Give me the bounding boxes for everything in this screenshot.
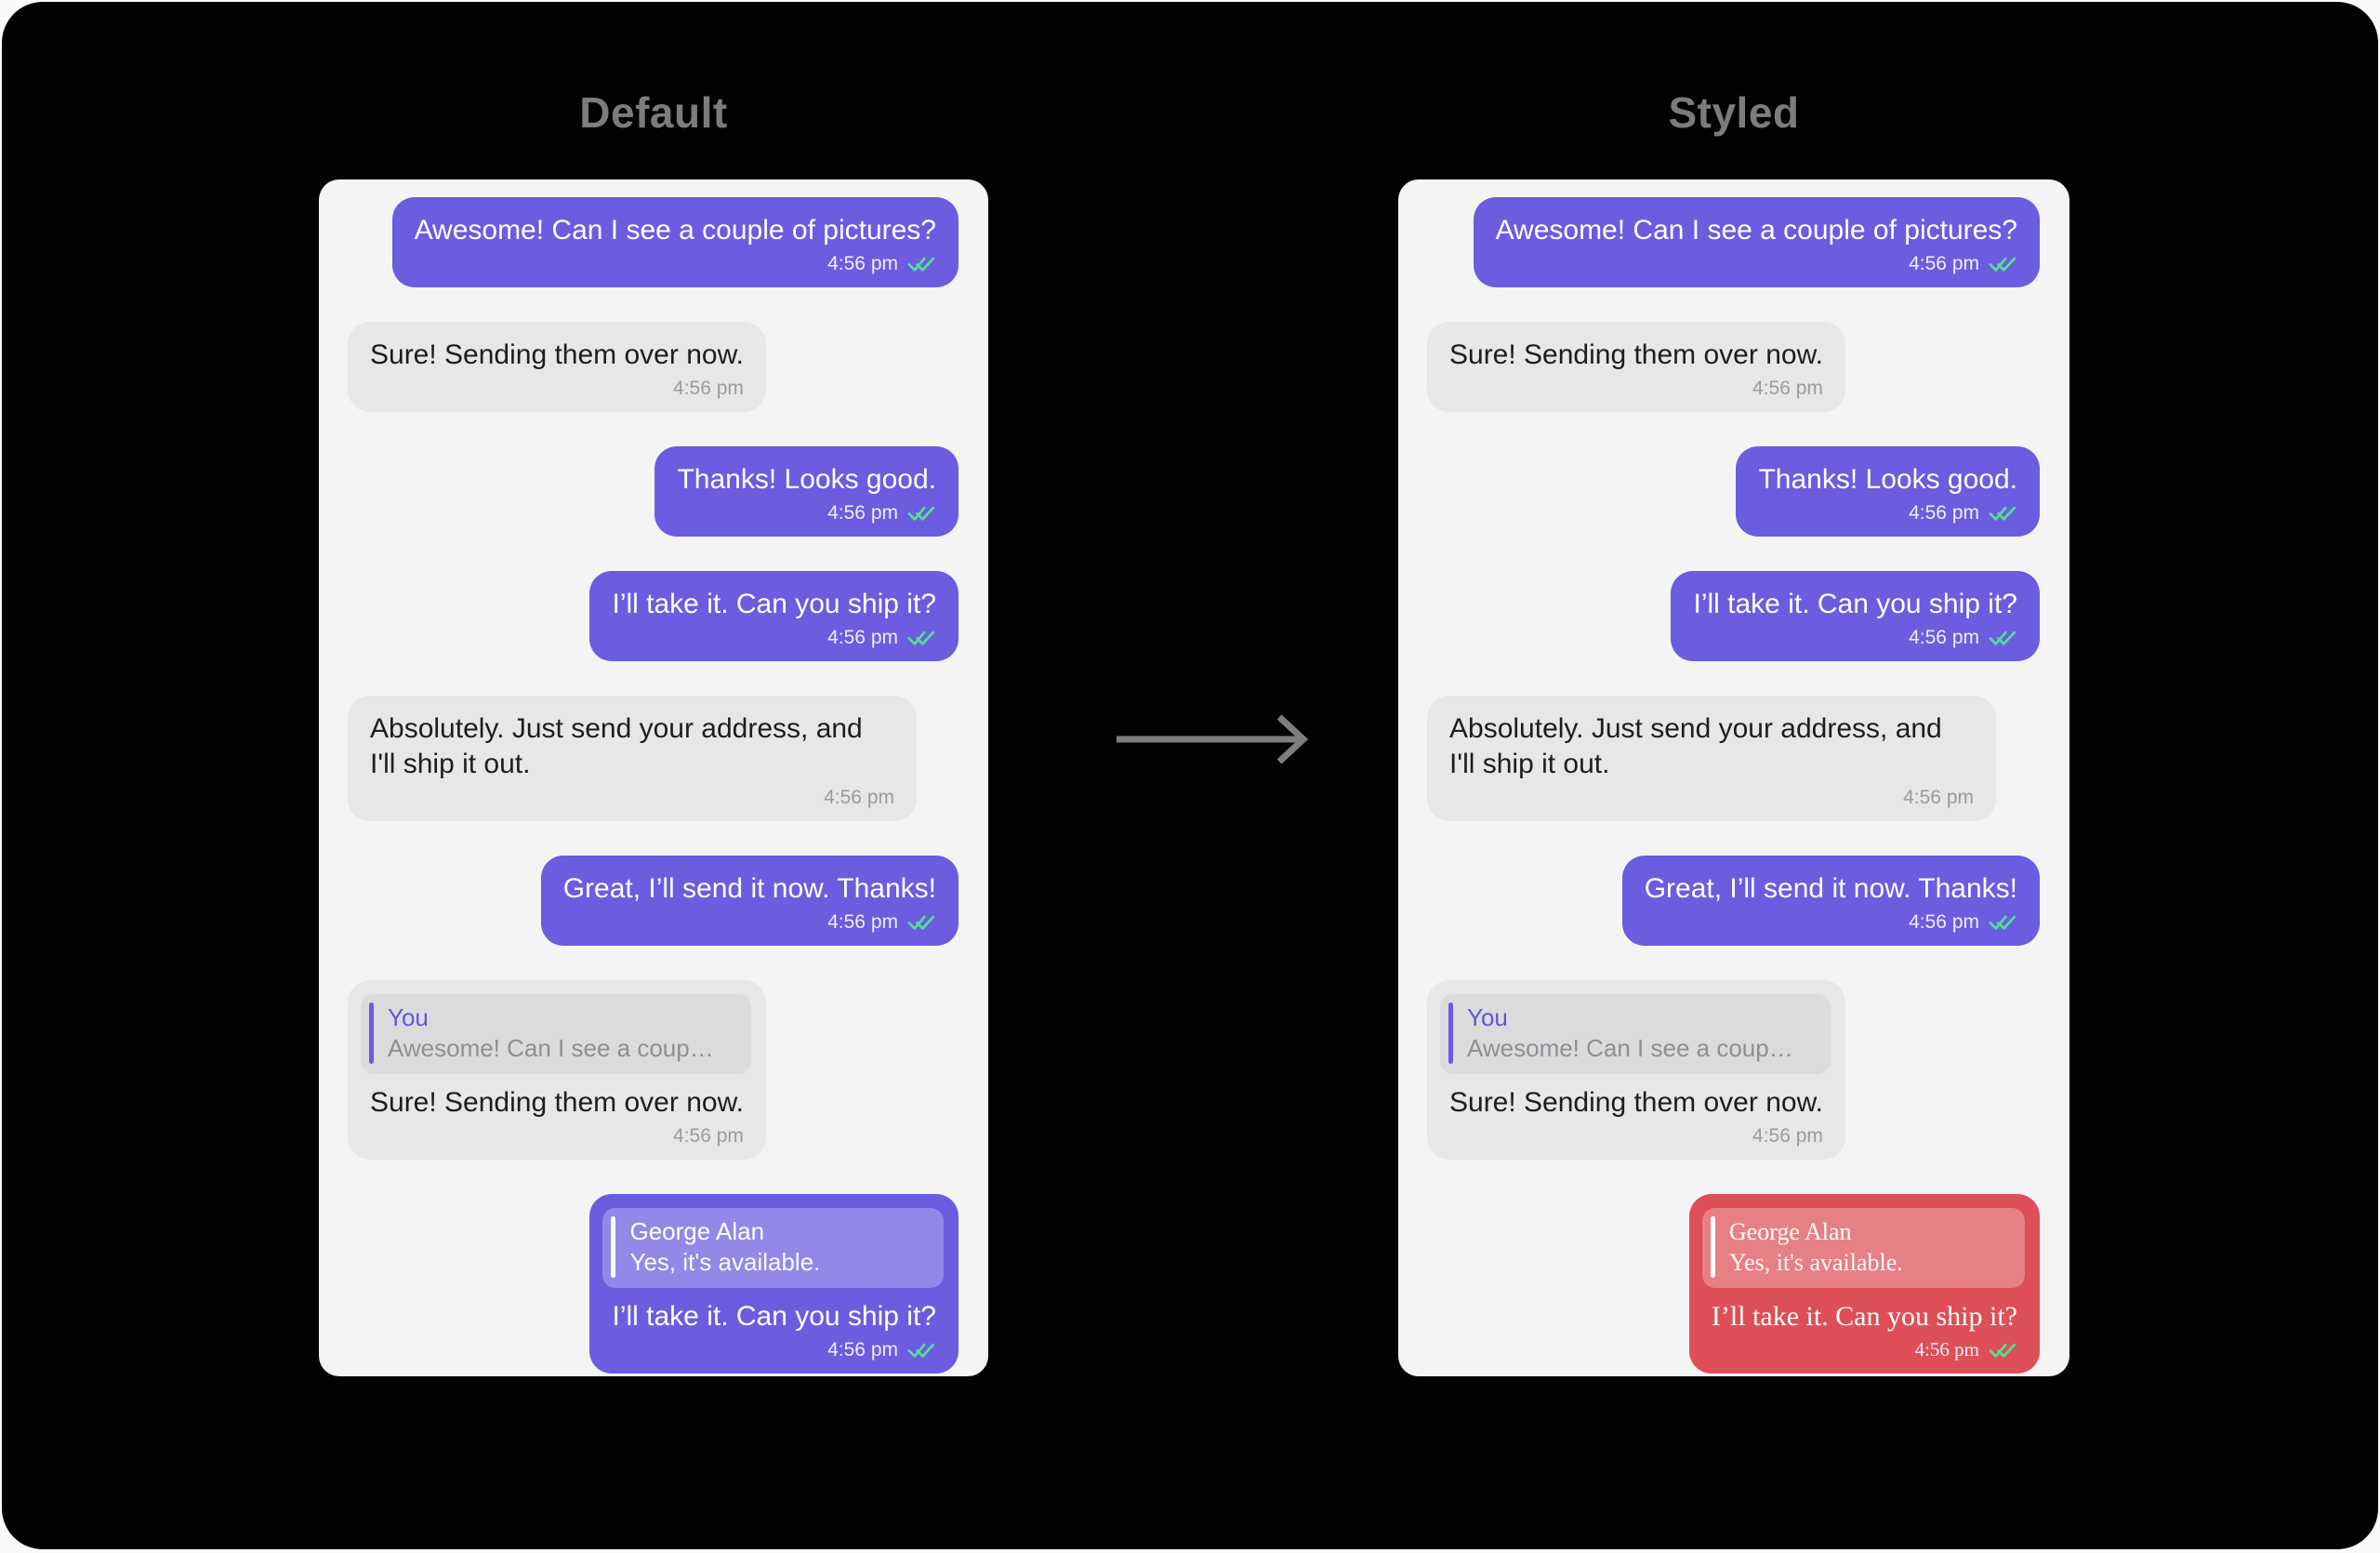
double-check-icon <box>907 1343 935 1358</box>
outgoing-message-bubble[interactable]: Great, I’ll send it now. Thanks! 4:56 pm <box>1621 856 2040 946</box>
message-text: I’ll take it. Can you ship it? <box>612 1301 936 1332</box>
chat-panel-default: Awesome! Can I see a couple of pictures?… <box>319 179 988 1376</box>
double-check-icon <box>1989 1343 2016 1358</box>
message-row: Great, I’ll send it now. Thanks! 4:56 pm <box>1427 856 2040 946</box>
message-row: Sure! Sending them over now. 4:56 pm <box>1427 322 2040 412</box>
message-row: Thanks! Looks good. 4:56 pm <box>1427 446 2040 537</box>
message-text: Absolutely. Just send your address, and … <box>1449 713 1942 779</box>
message-row: Absolutely. Just send your address, and … <box>348 696 959 821</box>
quoted-message[interactable]: You Awesome! Can I see a couple of… <box>1440 994 1831 1074</box>
outgoing-message-bubble[interactable]: I’ll take it. Can you ship it? 4:56 pm <box>1671 571 2040 661</box>
outgoing-message-bubble[interactable]: I’ll take it. Can you ship it? 4:56 pm <box>589 571 959 661</box>
message-row: Sure! Sending them over now. 4:56 pm <box>348 322 959 412</box>
chat-panel-styled: Awesome! Can I see a couple of pictures?… <box>1398 179 2069 1376</box>
message-text: Awesome! Can I see a couple of pictures? <box>414 215 936 246</box>
message-row: I’ll take it. Can you ship it? 4:56 pm <box>1427 571 2040 661</box>
message-timestamp: 4:56 pm <box>827 253 898 274</box>
outgoing-message-bubble[interactable]: Thanks! Looks good. 4:56 pm <box>654 446 959 537</box>
message-timestamp: 4:56 pm <box>827 911 898 933</box>
quote-author: George Alan <box>629 1217 765 1245</box>
quote-accent-bar <box>1448 1002 1453 1064</box>
double-check-icon <box>1989 506 2016 521</box>
message-text: Great, I’ll send it now. Thanks! <box>1644 873 2017 904</box>
quote-author: You <box>388 1003 429 1031</box>
quote-author: George Alan <box>1728 1218 1852 1245</box>
message-row-styled: George Alan Yes, it's available. I’ll ta… <box>1427 1194 2040 1374</box>
message-row: You Awesome! Can I see a couple of… Sure… <box>1427 980 2040 1160</box>
quoted-message[interactable]: George Alan Yes, it's available. <box>1701 1208 2025 1288</box>
quoted-message[interactable]: You Awesome! Can I see a couple of… <box>361 994 751 1074</box>
outgoing-message-bubble[interactable]: Great, I’ll send it now. Thanks! 4:56 pm <box>540 856 959 946</box>
outgoing-message-bubble[interactable]: Awesome! Can I see a couple of pictures?… <box>1473 197 2040 287</box>
message-timestamp: 4:56 pm <box>1752 1125 1823 1147</box>
message-text: Sure! Sending them over now. <box>1449 1087 1823 1118</box>
message-row: Thanks! Looks good. 4:56 pm <box>348 446 959 537</box>
message-timestamp: 4:56 pm <box>1909 911 1979 933</box>
message-row: George Alan Yes, it's available. I’ll ta… <box>348 1194 959 1374</box>
message-text: Sure! Sending them over now. <box>1449 339 1823 370</box>
quote-accent-bar <box>611 1216 616 1278</box>
incoming-message-bubble-with-quote[interactable]: You Awesome! Can I see a couple of… Sure… <box>1427 980 1845 1160</box>
styled-outgoing-message-bubble-with-quote[interactable]: George Alan Yes, it's available. I’ll ta… <box>1688 1194 2040 1374</box>
message-text: Sure! Sending them over now. <box>370 339 744 370</box>
double-check-icon <box>907 257 935 272</box>
message-row: Awesome! Can I see a couple of pictures?… <box>1427 197 2040 287</box>
double-check-icon <box>907 506 935 521</box>
double-check-icon <box>907 915 935 930</box>
quoted-message[interactable]: George Alan Yes, it's available. <box>602 1208 944 1288</box>
message-row: Great, I’ll send it now. Thanks! 4:56 pm <box>348 856 959 946</box>
message-text: Great, I’ll send it now. Thanks! <box>562 873 936 904</box>
double-check-icon <box>907 630 935 645</box>
transform-arrow-icon <box>1117 714 1309 764</box>
message-timestamp: 4:56 pm <box>1909 253 1979 274</box>
message-text: I’ll take it. Can you ship it? <box>1711 1301 2017 1332</box>
quote-text: Awesome! Can I see a couple of… <box>388 1034 715 1062</box>
message-text: I’ll take it. Can you ship it? <box>612 589 936 619</box>
message-row: I’ll take it. Can you ship it? 4:56 pm <box>348 571 959 661</box>
quote-text: Yes, it's available. <box>1728 1249 1903 1276</box>
incoming-message-bubble[interactable]: Sure! Sending them over now. 4:56 pm <box>1427 322 1845 412</box>
message-row: Absolutely. Just send your address, and … <box>1427 696 2040 821</box>
message-row: You Awesome! Can I see a couple of… Sure… <box>348 980 959 1160</box>
message-timestamp: 4:56 pm <box>827 627 898 648</box>
message-timestamp: 4:56 pm <box>827 1339 898 1361</box>
incoming-message-bubble[interactable]: Absolutely. Just send your address, and … <box>1427 696 1996 821</box>
double-check-icon <box>1989 915 2016 930</box>
message-timestamp: 4:56 pm <box>673 378 744 399</box>
message-timestamp: 4:56 pm <box>824 787 894 808</box>
double-check-icon <box>1989 630 2016 645</box>
incoming-message-bubble-with-quote[interactable]: You Awesome! Can I see a couple of… Sure… <box>348 980 766 1160</box>
outgoing-message-bubble[interactable]: Awesome! Can I see a couple of pictures?… <box>391 197 959 287</box>
message-timestamp: 4:56 pm <box>673 1125 744 1147</box>
quote-accent-bar <box>369 1002 374 1064</box>
outgoing-message-bubble-with-quote[interactable]: George Alan Yes, it's available. I’ll ta… <box>589 1194 959 1374</box>
column-title-default: Default <box>579 88 728 137</box>
quote-author: You <box>1467 1003 1508 1031</box>
message-text: Absolutely. Just send your address, and … <box>370 713 863 779</box>
message-text: Awesome! Can I see a couple of pictures? <box>1495 215 2017 246</box>
message-row: Awesome! Can I see a couple of pictures?… <box>348 197 959 287</box>
message-timestamp: 4:56 pm <box>1903 787 1974 808</box>
outgoing-message-bubble[interactable]: Thanks! Looks good. 4:56 pm <box>1736 446 2040 537</box>
message-text: Thanks! Looks good. <box>1758 464 2017 495</box>
incoming-message-bubble[interactable]: Absolutely. Just send your address, and … <box>348 696 917 821</box>
message-timestamp: 4:56 pm <box>1914 1338 1979 1361</box>
message-timestamp: 4:56 pm <box>1909 502 1979 524</box>
message-timestamp: 4:56 pm <box>827 502 898 524</box>
message-timestamp: 4:56 pm <box>1752 378 1823 399</box>
double-check-icon <box>1989 257 2016 272</box>
message-text: I’ll take it. Can you ship it? <box>1693 589 2017 619</box>
message-text: Thanks! Looks good. <box>677 464 936 495</box>
column-title-styled: Styled <box>1668 88 1800 137</box>
message-timestamp: 4:56 pm <box>1909 627 1979 648</box>
incoming-message-bubble[interactable]: Sure! Sending them over now. 4:56 pm <box>348 322 766 412</box>
quote-text: Yes, it's available. <box>629 1248 821 1276</box>
quote-accent-bar <box>1710 1216 1715 1278</box>
quote-text: Awesome! Can I see a couple of… <box>1467 1034 1794 1062</box>
message-text: Sure! Sending them over now. <box>370 1087 744 1118</box>
